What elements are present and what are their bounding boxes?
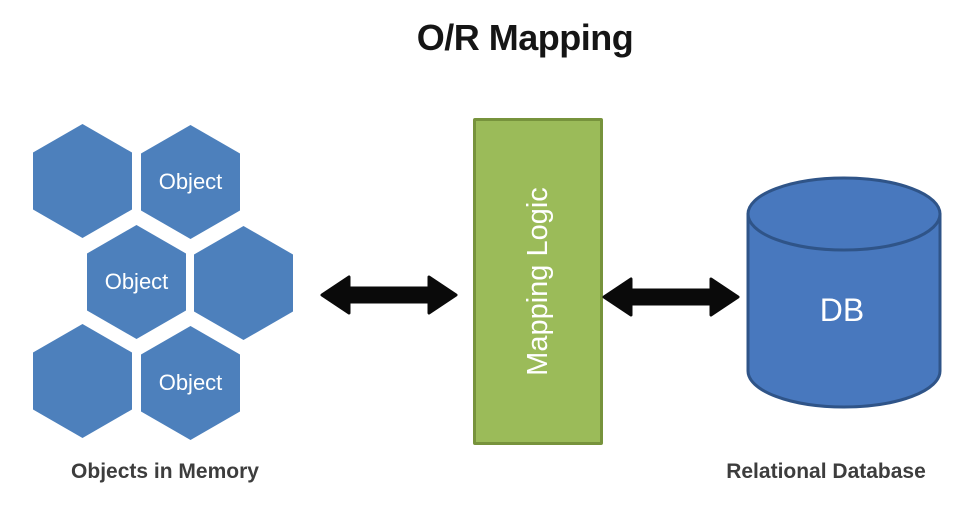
- objects-in-memory-caption: Objects in Memory: [71, 460, 259, 483]
- object-hexagon-icon: [194, 226, 293, 340]
- hexagon-label: Object: [158, 370, 223, 395]
- object-hexagon-icon: Object: [87, 225, 186, 339]
- relational-database-caption: Relational Database: [726, 460, 926, 483]
- double-arrow-icon: [320, 275, 458, 315]
- double-arrow-icon: [602, 277, 740, 317]
- diagram-title: O/R Mapping: [416, 17, 634, 58]
- hexagon-label: Object: [158, 169, 223, 194]
- cylinder-body: [746, 212, 942, 409]
- mapping-logic-box: Mapping Logic: [473, 118, 603, 445]
- db-label: DB: [820, 292, 864, 328]
- object-hexagon-icon: Object: [141, 125, 240, 239]
- cylinder-top: [746, 176, 942, 252]
- object-hexagon-icon: [33, 324, 132, 438]
- object-hexagon-icon: Object: [141, 326, 240, 440]
- object-hexagon-icon: [33, 124, 132, 238]
- hexagon-label: Object: [104, 269, 169, 294]
- database-cylinder-icon: DB: [746, 176, 942, 409]
